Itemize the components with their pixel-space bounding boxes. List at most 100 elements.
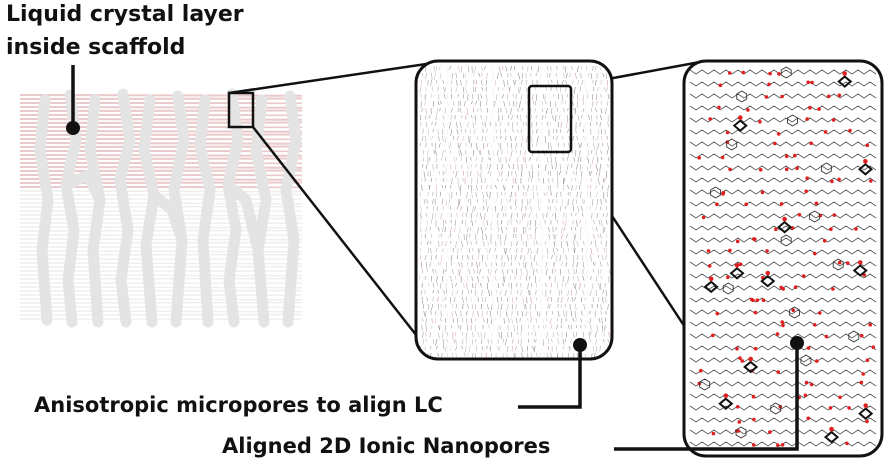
oxygen-atom <box>863 403 868 408</box>
lc-streak <box>607 353 608 358</box>
oxygen-atom <box>716 312 720 316</box>
oxygen-atom <box>807 417 811 421</box>
oxygen-atom <box>766 271 771 276</box>
oxygen-atom <box>837 178 841 182</box>
oxygen-atom <box>724 393 729 398</box>
oxygen-atom <box>866 358 870 362</box>
scaffold-pointer-dot <box>66 121 80 135</box>
micropore-channel <box>540 62 542 358</box>
micropore-channel <box>447 62 449 358</box>
oxygen-atom <box>776 370 780 374</box>
oxygen-atom <box>738 356 742 360</box>
oxygen-atom <box>748 357 753 362</box>
oxygen-atom <box>738 115 743 120</box>
oxygen-atom <box>817 107 821 111</box>
micropore-panel <box>416 61 612 407</box>
oxygen-atom <box>861 372 865 376</box>
oxygen-atom <box>823 239 827 243</box>
oxygen-atom <box>781 287 785 291</box>
oxygen-atom <box>860 334 864 338</box>
oxygen-atom <box>846 261 850 265</box>
oxygen-atom <box>781 324 785 328</box>
oxygen-atom <box>809 142 813 146</box>
oxygen-atom <box>750 298 754 302</box>
oxygen-atom <box>699 369 703 373</box>
oxygen-atom <box>808 106 812 110</box>
oxygen-atom <box>735 347 739 351</box>
oxygen-atom <box>717 106 721 110</box>
oxygen-atom <box>721 156 725 160</box>
oxygen-atom <box>785 155 789 159</box>
oxygen-atom <box>726 276 730 280</box>
oxygen-atom <box>829 227 833 231</box>
oxygen-atom <box>824 130 828 134</box>
oxygen-atom <box>798 213 802 217</box>
oxygen-atom <box>777 72 781 76</box>
oxygen-atom <box>813 252 817 256</box>
oxygen-atom <box>758 120 762 124</box>
oxygen-atom <box>780 202 784 206</box>
oxygen-atom <box>767 83 771 87</box>
oxygen-atom <box>736 240 740 244</box>
oxygen-atom <box>712 432 716 436</box>
oxygen-atom <box>708 264 712 268</box>
oxygen-atom <box>762 298 766 302</box>
oxygen-atom <box>829 427 834 432</box>
oxygen-atom <box>804 394 808 398</box>
oxygen-atom <box>707 249 711 253</box>
nanopores-label: Aligned 2D Ionic Nanopores <box>222 434 550 458</box>
oxygen-atom <box>726 131 730 135</box>
oxygen-atom <box>754 311 758 315</box>
oxygen-atom <box>858 260 863 265</box>
oxygen-atom <box>756 298 760 302</box>
oxygen-atom <box>868 323 872 327</box>
oxygen-atom <box>818 311 822 315</box>
oxygen-atom <box>794 285 798 289</box>
title-line-1: Liquid crystal layer <box>6 2 244 27</box>
oxygen-atom <box>742 71 746 75</box>
oxygen-atom <box>752 443 756 447</box>
oxygen-atom <box>765 249 769 253</box>
oxygen-atom <box>832 118 836 122</box>
oxygen-atom <box>728 249 732 253</box>
oxygen-atom <box>702 216 706 220</box>
oxygen-atom <box>765 95 769 99</box>
oxygen-atom <box>838 94 842 98</box>
oxygen-atom <box>842 71 847 76</box>
oxygen-atom <box>802 274 806 278</box>
oxygen-atom <box>752 418 756 422</box>
oxygen-atom <box>715 203 719 207</box>
oxygen-atom <box>761 191 765 195</box>
oxygen-atom <box>740 359 744 363</box>
oxygen-atom <box>793 154 797 158</box>
oxygen-atom <box>759 168 763 172</box>
oxygen-atom <box>860 381 864 385</box>
oxygen-atom <box>854 227 858 231</box>
oxygen-atom <box>829 406 833 410</box>
oxygen-atom <box>746 108 750 112</box>
oxygen-atom <box>697 156 701 160</box>
oxygen-atom <box>719 84 723 88</box>
micropore-channel <box>585 62 587 358</box>
oxygen-atom <box>815 202 819 206</box>
oxygen-atom <box>865 420 869 424</box>
oxygen-atom <box>819 214 823 218</box>
nanopore-panel <box>614 61 882 456</box>
oxygen-atom <box>810 81 814 85</box>
oxygen-atom <box>776 443 780 447</box>
oxygen-atom <box>807 346 811 350</box>
oxygen-atom <box>782 217 787 222</box>
oxygen-atom <box>785 168 789 172</box>
oxygen-atom <box>869 179 873 183</box>
oxygen-atom <box>768 430 772 434</box>
oxygen-atom <box>805 117 809 121</box>
oxygen-atom <box>780 95 784 99</box>
oxygen-atom <box>780 320 784 324</box>
oxygen-atom <box>709 277 714 282</box>
oxygen-atom <box>795 167 799 171</box>
oxygen-atom <box>781 443 785 447</box>
oxygen-atom <box>805 176 809 180</box>
oxygen-atom <box>863 159 868 164</box>
oxygen-atom <box>847 406 851 410</box>
